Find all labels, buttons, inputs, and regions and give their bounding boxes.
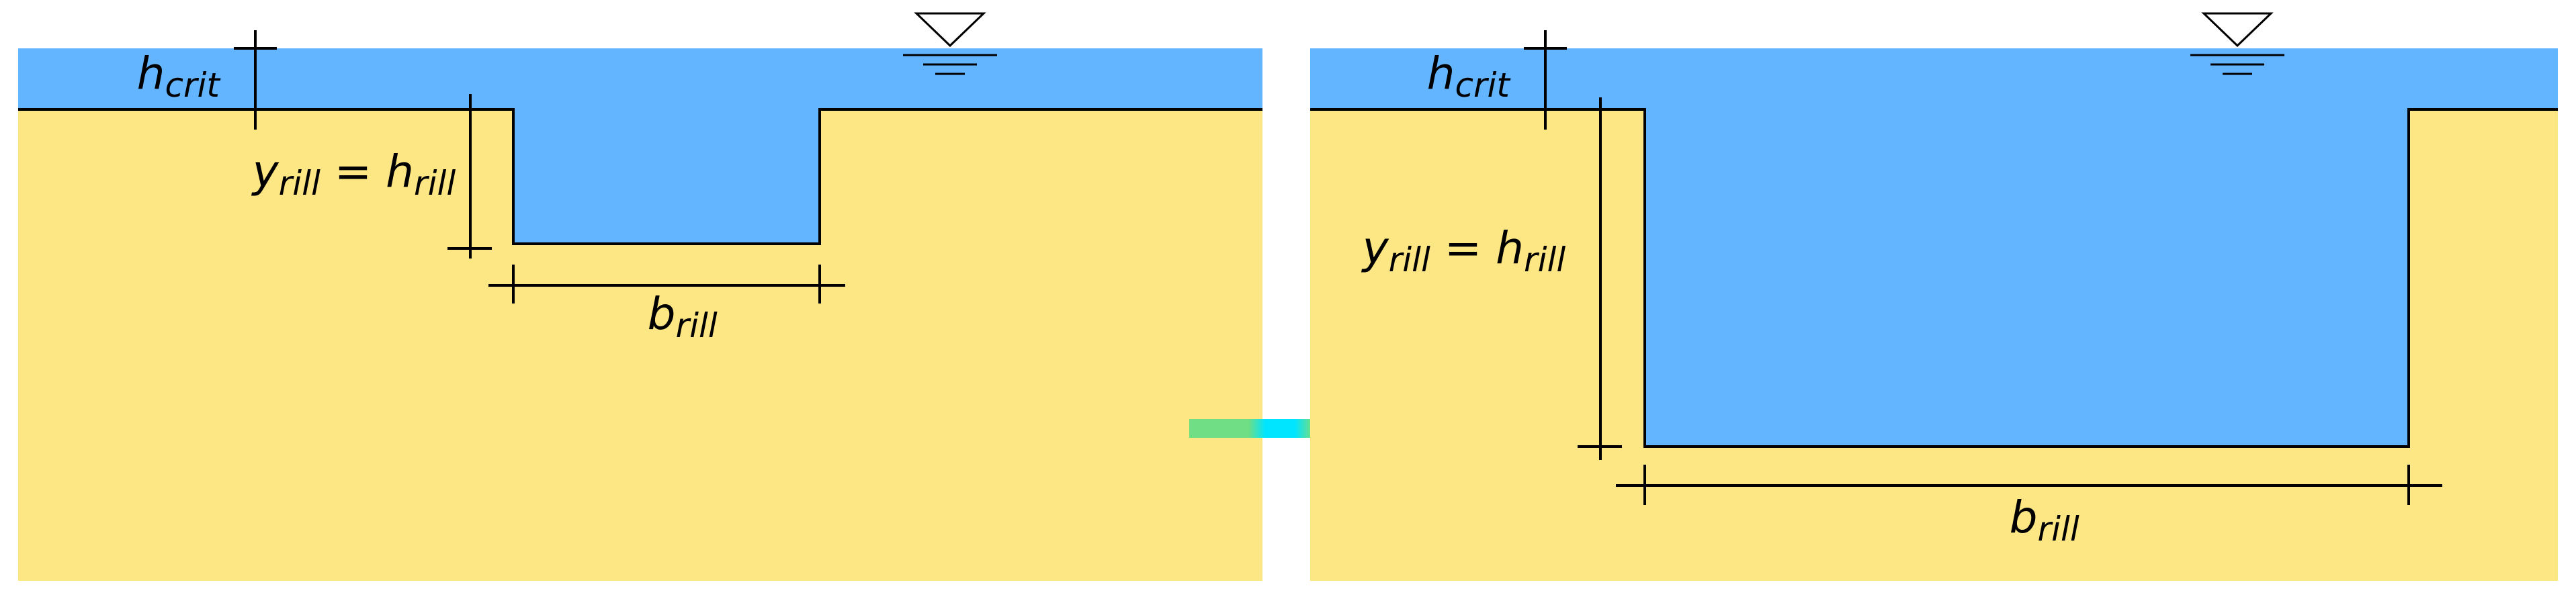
brill-label: brill: [1985, 492, 2096, 549]
channel-outline: [18, 108, 1262, 245]
hcrit-dimension: [234, 30, 277, 130]
hcrit-dimension: [1524, 30, 1567, 130]
rill-water: [513, 109, 820, 244]
yrill-dimension: [447, 94, 492, 259]
hcrit-label: hcrit: [113, 48, 237, 105]
channel-outline: [1310, 108, 2558, 448]
brill-dimension: [1616, 465, 2442, 505]
panel-after: hcrit yrill = hrill brill: [1310, 12, 2558, 581]
yrill-dimension: [1578, 97, 1622, 460]
brill-label: brill: [624, 288, 734, 345]
water-layer: [18, 48, 1262, 109]
water-level-triangle-icon: [2190, 12, 2284, 75]
h-symbol: h: [137, 48, 165, 99]
yrill-label: yrill = hrill: [228, 146, 473, 203]
crit-subscript: crit: [165, 66, 221, 105]
yrill-label: yrill = hrill: [1338, 222, 1583, 279]
panel-before: hcrit yrill = hrill brill: [18, 12, 1262, 581]
brill-dimension: [488, 265, 845, 304]
water-layer: [1310, 48, 2558, 109]
rill-water: [1645, 109, 2409, 447]
hcrit-label: hcrit: [1403, 48, 1527, 105]
water-level-triangle-icon: [903, 12, 997, 75]
